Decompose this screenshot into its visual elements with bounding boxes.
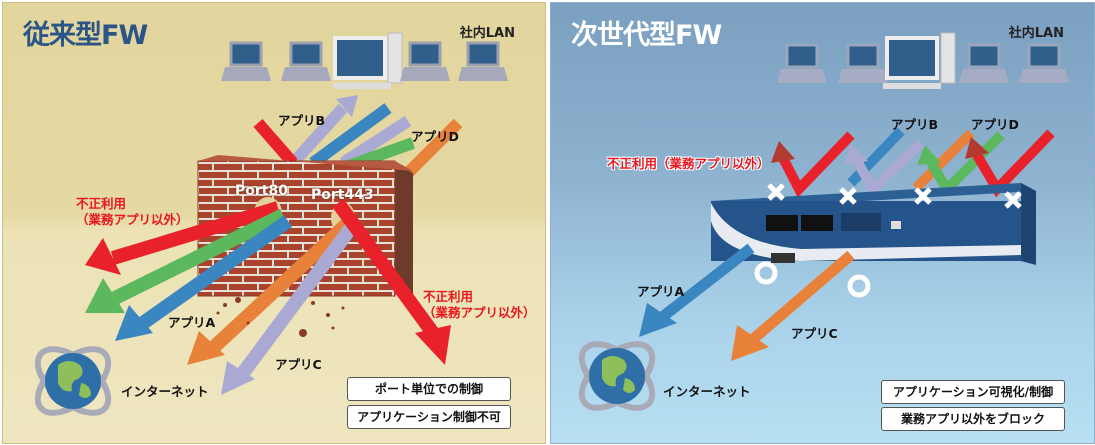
allowed-o-mark	[847, 274, 871, 298]
app-c-label: アプリC	[275, 357, 322, 372]
internet-label: インターネット	[663, 384, 751, 399]
brick-wall-side	[395, 163, 413, 303]
internet-globe-icon	[578, 341, 656, 411]
app-a-stream-in	[309, 103, 392, 168]
app-c-orange-arrowhead	[187, 331, 225, 365]
summary-box-port-control: ポート単位での制御	[347, 377, 511, 401]
app-b-bounce-arrow	[852, 139, 925, 198]
misuse-label-line2: （業務アプリ以外）	[76, 212, 189, 227]
brick-wall-top	[198, 155, 413, 171]
blocked-x-mark	[839, 187, 857, 205]
app-b-arrowhead	[336, 95, 358, 117]
laptop-icon	[959, 43, 1009, 83]
app-a-arrowhead	[115, 305, 153, 341]
internet-label: インターネット	[121, 384, 209, 399]
app-c-arrow	[237, 220, 359, 378]
laptop-icon	[777, 43, 827, 83]
legacy-diagram-graphics	[34, 32, 508, 416]
laptop-icon	[281, 41, 331, 81]
misuse-bounce-arrow	[778, 131, 855, 198]
misuse-arrow-right	[332, 198, 439, 338]
misuse-label-right: 不正利用 （業務アプリ以外）	[423, 289, 536, 321]
app-d-label: アプリD	[411, 129, 459, 144]
app-d-stream	[912, 129, 975, 192]
next-gen-firewall-panel: 次世代型FW 社内LAN アプリB アプリD アプリA アプリC 不正利用（業務…	[550, 2, 1095, 444]
summary-box-no-app-control: アプリケーション制御不可	[347, 405, 511, 429]
app-c-label: アプリC	[791, 326, 838, 341]
app-c-orange-arrow	[208, 217, 353, 354]
laptop-icon	[458, 41, 508, 81]
app-b-arrow	[288, 103, 348, 168]
app-d-bounce-arrowhead	[917, 145, 941, 165]
port443-label: Port443	[311, 187, 374, 203]
blocked-x-mark	[1004, 191, 1022, 209]
firewall-appliance-icon	[711, 183, 1036, 265]
port80-label: Port80	[235, 183, 288, 199]
blocked-x-mark	[914, 187, 932, 205]
legacy-fw-title: 従来型FW	[23, 20, 148, 51]
internet-globe-icon	[34, 346, 112, 416]
misuse-arrow-left	[110, 201, 281, 265]
app-b-bounce-arrowhead	[844, 143, 868, 165]
app-a-arrowhead	[639, 303, 677, 337]
app-green-arrow	[111, 208, 287, 305]
app-a-arrow	[657, 243, 755, 323]
desktop-computer-icon	[883, 32, 956, 89]
internal-lan-label: 社内LAN	[1008, 26, 1064, 41]
misuse-bounce-arrowhead-2	[965, 137, 989, 159]
app-a-arrow	[138, 215, 293, 329]
app-b-label: アプリB	[278, 113, 326, 128]
app-d-stream-in	[339, 115, 412, 169]
laptop-icon	[838, 43, 888, 83]
misuse-label-line2: （業務アプリ以外）	[423, 305, 536, 320]
laptop-icon	[1019, 43, 1069, 83]
misuse-label-left: 不正利用 （業務アプリ以外）	[76, 196, 189, 228]
summary-box-block-non-business: 業務アプリ以外をブロック	[881, 407, 1065, 431]
app-c-arrowhead	[221, 361, 255, 395]
app-green-arrowhead	[85, 278, 125, 313]
app-c-arrow	[747, 250, 855, 346]
internal-lan-label: 社内LAN	[459, 26, 515, 41]
misuse-arrowhead-left	[85, 238, 121, 275]
misuse-stream-in	[253, 119, 298, 167]
ngfw-diagram-graphics	[578, 32, 1069, 411]
app-b-label: アプリB	[891, 117, 939, 132]
legacy-firewall-panel: 従来型FW 社内LAN アプリB アプリD アプリA アプリC Port80 P…	[2, 2, 546, 444]
blocked-x-mark	[767, 183, 785, 201]
misuse-label-line1: 不正利用	[76, 196, 127, 211]
laptop-icon	[400, 41, 450, 81]
summary-box-app-visibility: アプリケーション可視化/制御	[881, 380, 1065, 404]
misuse-label: 不正利用（業務アプリ以外）	[607, 156, 770, 171]
misuse-arrowhead-right	[415, 325, 451, 365]
app-a-label: アプリA	[637, 284, 685, 299]
misuse-label-line1: 不正利用	[423, 289, 474, 304]
misuse-bounce-arrowhead	[771, 141, 795, 163]
brick-debris	[216, 297, 345, 337]
desktop-computer-icon	[333, 32, 403, 89]
app-a-label: アプリA	[168, 315, 216, 330]
ngfw-title: 次世代型FW	[571, 20, 722, 51]
allowed-o-mark	[754, 261, 778, 285]
app-d-label: アプリD	[971, 117, 1019, 132]
app-c-arrowhead	[731, 325, 769, 361]
laptop-icon	[221, 41, 271, 81]
